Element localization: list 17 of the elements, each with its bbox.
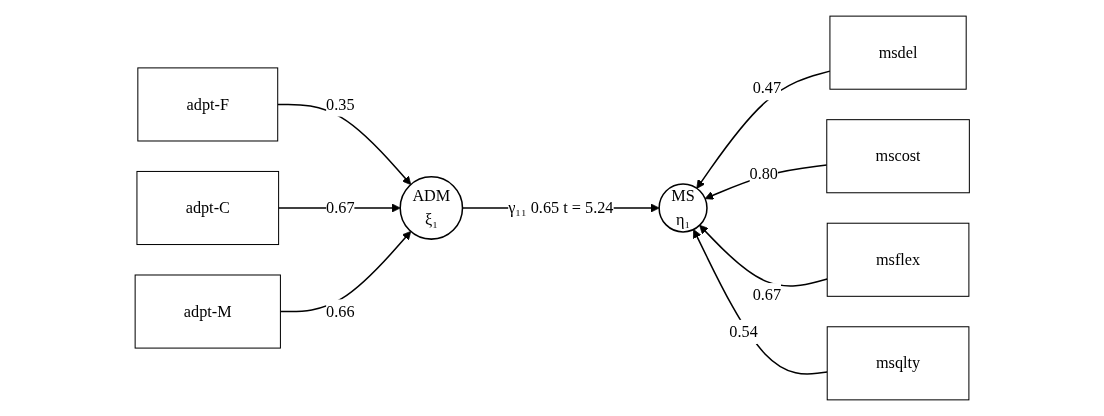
node-box: adpt-M xyxy=(134,274,281,349)
node-box: msqlty xyxy=(826,326,970,401)
edge-label: 0.47 xyxy=(752,79,781,97)
node-box: mscost xyxy=(826,119,970,194)
edge-label: 0.66 xyxy=(325,302,355,320)
edge-label: 0.67 xyxy=(325,198,355,217)
edge-label: 0.80 xyxy=(749,164,778,182)
edge-label: 0.67 xyxy=(752,286,781,304)
edge-label: 0.54 xyxy=(729,322,758,340)
edge-label: 0.35 xyxy=(325,95,355,113)
node-box: msdel xyxy=(829,15,967,90)
node-circle: MS η₁ xyxy=(658,183,708,233)
node-box: msflex xyxy=(826,222,970,297)
node-box: adpt-C xyxy=(136,170,279,246)
edge-label: γ₁₁ 0.65 t = 5.24 xyxy=(507,198,614,217)
node-box: adpt-F xyxy=(137,67,278,142)
node-circle: ADM ξ₁ xyxy=(399,176,463,240)
